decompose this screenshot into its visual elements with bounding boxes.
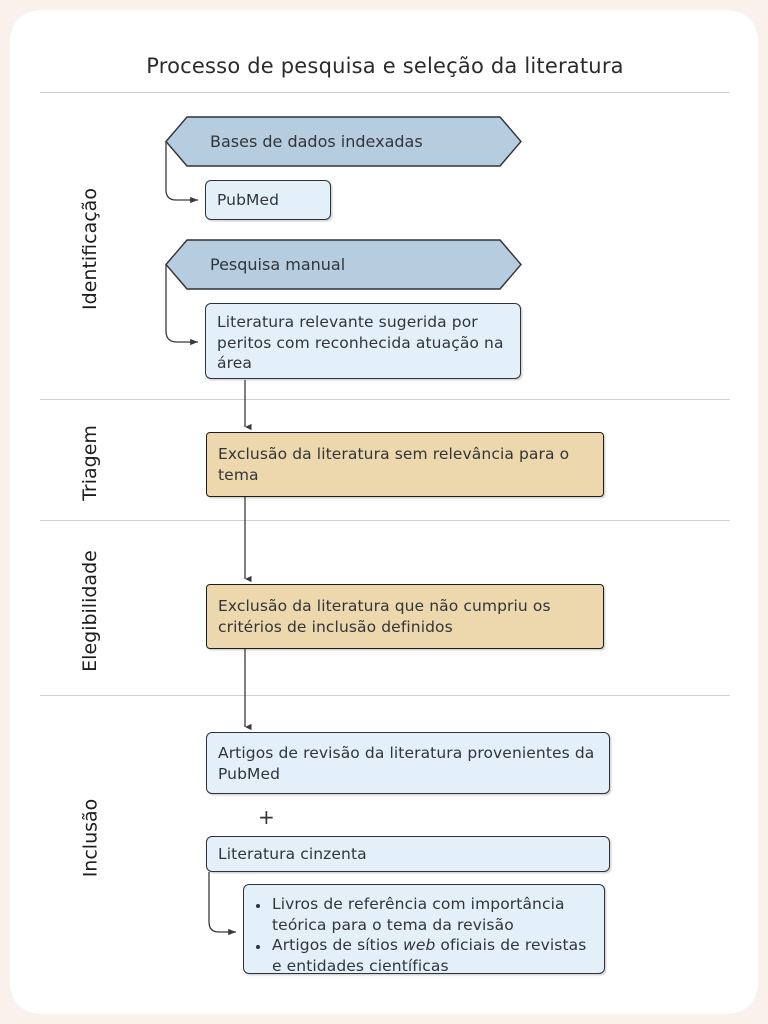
- stage-label-triagem: Triagem: [79, 425, 101, 501]
- node-artigos-revisao[interactable]: Artigos de revisão da literatura proveni…: [206, 732, 610, 794]
- stage-label-identificacao: Identificação: [79, 188, 101, 310]
- list-item-text-tail: oficiais de revistas e entidades científ…: [272, 936, 587, 975]
- node-artigos-revisao-label: Artigos de revisão da literatura proveni…: [218, 744, 595, 783]
- node-pubmed[interactable]: PubMed: [205, 180, 331, 220]
- plus-symbol: +: [258, 805, 275, 829]
- node-literatura-peritos[interactable]: Literatura relevante sugerida por perito…: [205, 303, 521, 379]
- stage-divider-elegibilidade: [40, 520, 730, 521]
- list-item: Livros de referência com importância teó…: [270, 894, 596, 935]
- stage-divider-inclusao: [40, 695, 730, 696]
- node-exclusao-relevancia[interactable]: Exclusão da literatura sem relevância pa…: [206, 432, 604, 497]
- node-literatura-peritos-label: Literatura relevante sugerida por perito…: [217, 313, 504, 373]
- stage-divider-triagem: [40, 399, 730, 400]
- list-item-text: Artigos de sítios: [272, 936, 404, 955]
- node-exclusao-criterios-label: Exclusão da literatura que não cumpriu o…: [218, 597, 551, 636]
- node-bases-dados-label: Bases de dados indexadas: [210, 132, 423, 151]
- detail-list: Livros de referência com importância teó…: [250, 894, 596, 976]
- node-pesquisa-manual-label: Pesquisa manual: [210, 255, 346, 274]
- node-literatura-cinzenta[interactable]: Literatura cinzenta: [206, 836, 610, 872]
- page-title: Processo de pesquisa e seleção da litera…: [146, 54, 624, 78]
- node-bases-dados[interactable]: Bases de dados indexadas: [165, 116, 522, 167]
- list-item-emphasis: web: [403, 936, 436, 955]
- stage-label-inclusao: Inclusão: [79, 798, 102, 878]
- stage-label-elegibilidade: Elegibilidade: [79, 550, 101, 672]
- node-pesquisa-manual[interactable]: Pesquisa manual: [165, 239, 522, 290]
- node-exclusao-relevancia-label: Exclusão da literatura sem relevância pa…: [218, 445, 570, 484]
- node-literatura-cinzenta-detalhe[interactable]: Livros de referência com importância teó…: [243, 884, 605, 976]
- node-pubmed-label: PubMed: [217, 190, 280, 209]
- node-literatura-cinzenta-label: Literatura cinzenta: [218, 844, 367, 863]
- node-exclusao-criterios[interactable]: Exclusão da literatura que não cumpriu o…: [206, 584, 604, 649]
- list-item: Artigos de sítios web oficiais de revist…: [270, 935, 596, 976]
- connector-cinzenta-to-detalhe: [208, 872, 236, 936]
- list-item-text: Livros de referência com importância teó…: [272, 895, 565, 934]
- title-divider: [40, 92, 730, 93]
